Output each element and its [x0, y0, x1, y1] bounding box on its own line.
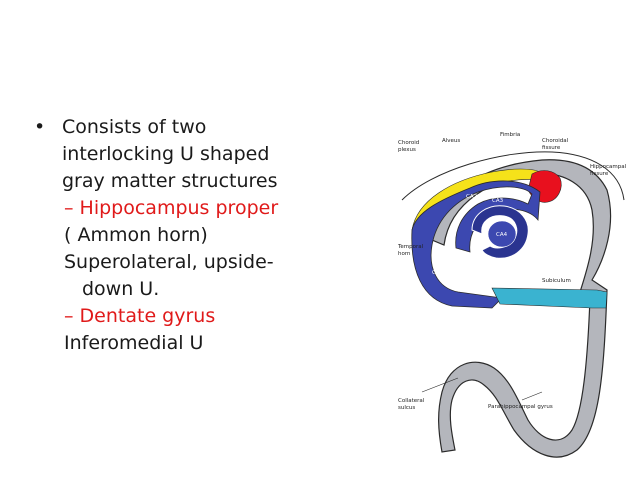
parahippocampal-pointer [521, 391, 543, 401]
superolateral-line-1: Superolateral, upside- [64, 251, 274, 273]
parahippocampal-gyrus-label: Parahippocampal gyrus [488, 404, 553, 410]
ca4-region [487, 220, 517, 248]
inferomedial-line: Inferomedial U [64, 332, 204, 354]
ca4-label: CA4 [496, 232, 508, 238]
collateral-sulcus-label-2: sulcus [398, 405, 415, 411]
superolateral-line-2: down U. [82, 278, 160, 300]
bullet-list: • Consists of two interlocking U shaped … [34, 114, 374, 357]
hippocampus-proper-label: Hippocampus proper [79, 197, 279, 219]
hippocampal-fissure-label-2: fissure [590, 171, 609, 177]
choroid-plexus-label-2: plexus [398, 147, 416, 153]
hippocampus-proper-shape [411, 180, 541, 309]
temporal-horn-outline [401, 151, 625, 201]
sub-item-hippocampus: – Hippocampus proper [34, 195, 374, 222]
collateral-sulcus-pointer [421, 377, 459, 393]
subiculum-shape [491, 287, 608, 309]
dentate-gyrus-label: Dentate gyrus [79, 305, 216, 327]
ca2-label: CA2 [466, 194, 477, 200]
subiculum-label: Subiculum [542, 278, 571, 284]
dash-marker: – [64, 305, 74, 327]
sub-item-dentate: – Dentate gyrus [34, 303, 374, 330]
temporal-horn-label-2: horn [398, 251, 411, 257]
dash-marker: – [64, 197, 74, 219]
hippocampal-fissure-label-1: Hippocampal [590, 164, 627, 170]
ca3-label: CA3 [492, 198, 504, 204]
choroidal-fissure-label-1: Choroidal [542, 138, 569, 144]
fimbria-label: Fimbria [500, 132, 520, 138]
main-line-1: Consists of two [62, 116, 207, 138]
ammon-horn-line: ( Ammon horn) [64, 224, 208, 246]
temporal-horn-label-1: Temporal [397, 244, 424, 250]
alveus-label: Alveus [442, 138, 460, 144]
parahippocampal-gyrus-shape [431, 159, 612, 458]
dentate-g-label: Dentate G. [486, 260, 516, 266]
hippocampus-diagram: Choroid plexus Alveus Fimbria Choroidal … [397, 132, 627, 458]
bullet-marker: • [34, 116, 46, 138]
collateral-sulcus-label-1: Collateral [398, 398, 425, 404]
bullet-item-main: • Consists of two interlocking U shaped … [34, 114, 374, 195]
choroidal-fissure-label-2: fissure [542, 145, 561, 151]
main-line-3: gray matter structures [62, 170, 278, 192]
dentate-gyrus-shape [471, 205, 529, 259]
main-line-2: interlocking U shaped [62, 143, 270, 165]
ca1-label: CA1 [432, 270, 443, 276]
choroid-plexus-label-1: Choroid [398, 140, 419, 146]
